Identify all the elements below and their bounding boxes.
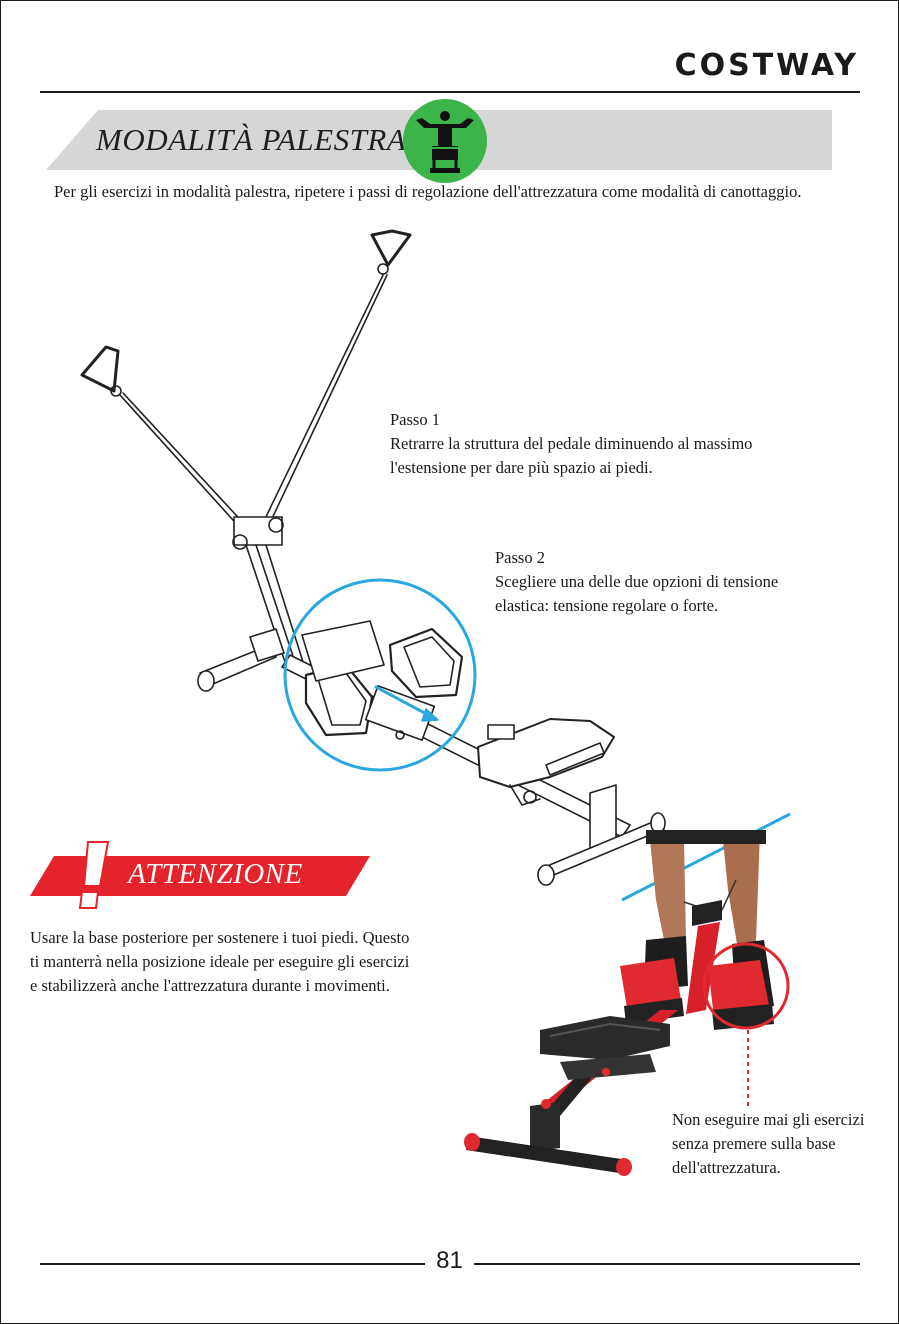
brand-logo: COSTWAY	[674, 48, 859, 83]
rowing-machine-illustration	[80, 229, 666, 886]
step-1-text: Retrarre la struttura del pedale diminue…	[390, 434, 753, 477]
intro-text: Per gli esercizi in modalità palestra, r…	[54, 182, 802, 201]
section-title: MODALITÀ PALESTRA	[96, 122, 407, 157]
photo-note: Non eseguire mai gli esercizi senza prem…	[672, 1110, 865, 1177]
exclamation-icon	[78, 841, 110, 909]
step-1: Passo 1 Retrarre la struttura del pedale…	[390, 408, 810, 480]
warning-text: Usare la base posteriore per sostenere i…	[30, 928, 410, 995]
step-2-label: Passo 2	[495, 548, 545, 567]
page-number: 81	[436, 1247, 463, 1274]
machine-in-use-photo	[464, 812, 791, 1176]
gym-person-icon	[403, 99, 487, 183]
footer-rule-left	[40, 1263, 425, 1265]
warning-title: ATTENZIONE	[128, 858, 303, 890]
footer-rule-right	[474, 1263, 860, 1265]
header-rule	[40, 91, 860, 93]
step-2: Passo 2 Scegliere una delle due opzioni …	[495, 546, 785, 618]
step-2-text: Scegliere una delle due opzioni di tensi…	[495, 572, 779, 615]
step-1-label: Passo 1	[390, 410, 440, 429]
